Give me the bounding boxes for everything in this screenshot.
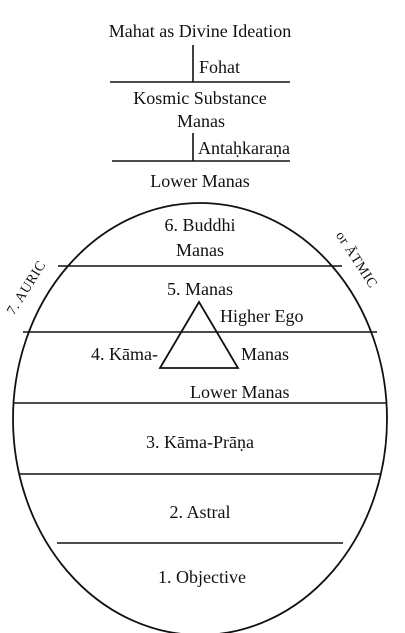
label-lower-manas: Lower Manas [190,382,289,402]
label-antahkarana: Antaḥkaraṇa [198,138,290,158]
label-kosmic-substance: Kosmic Substance [133,88,266,108]
label-manas-top: Manas [177,111,225,131]
label-manas-5: 5. Manas [167,279,233,299]
label-buddhi: 6. Buddhi [164,215,235,235]
label-auric: 7. AURIC [5,258,50,318]
label-objective: 1. Objective [158,567,246,587]
label-fohat: Fohat [199,57,240,77]
label-atmic: or ĀTMIC [332,229,380,292]
ego-triangle [158,300,240,369]
label-kama-manas: Manas [241,344,289,364]
label-lower-manas-top: Lower Manas [150,171,249,191]
label-kama-left: 4. Kāma- [91,344,158,364]
label-astral: 2. Astral [170,502,231,522]
label-higher-ego: Higher Ego [220,306,303,326]
auric-egg [12,202,388,633]
title-mahat: Mahat as Divine Ideation [109,21,291,41]
label-kama-prana: 3. Kāma-Prāṇa [146,432,254,452]
label-buddhi-manas: Manas [176,240,224,260]
